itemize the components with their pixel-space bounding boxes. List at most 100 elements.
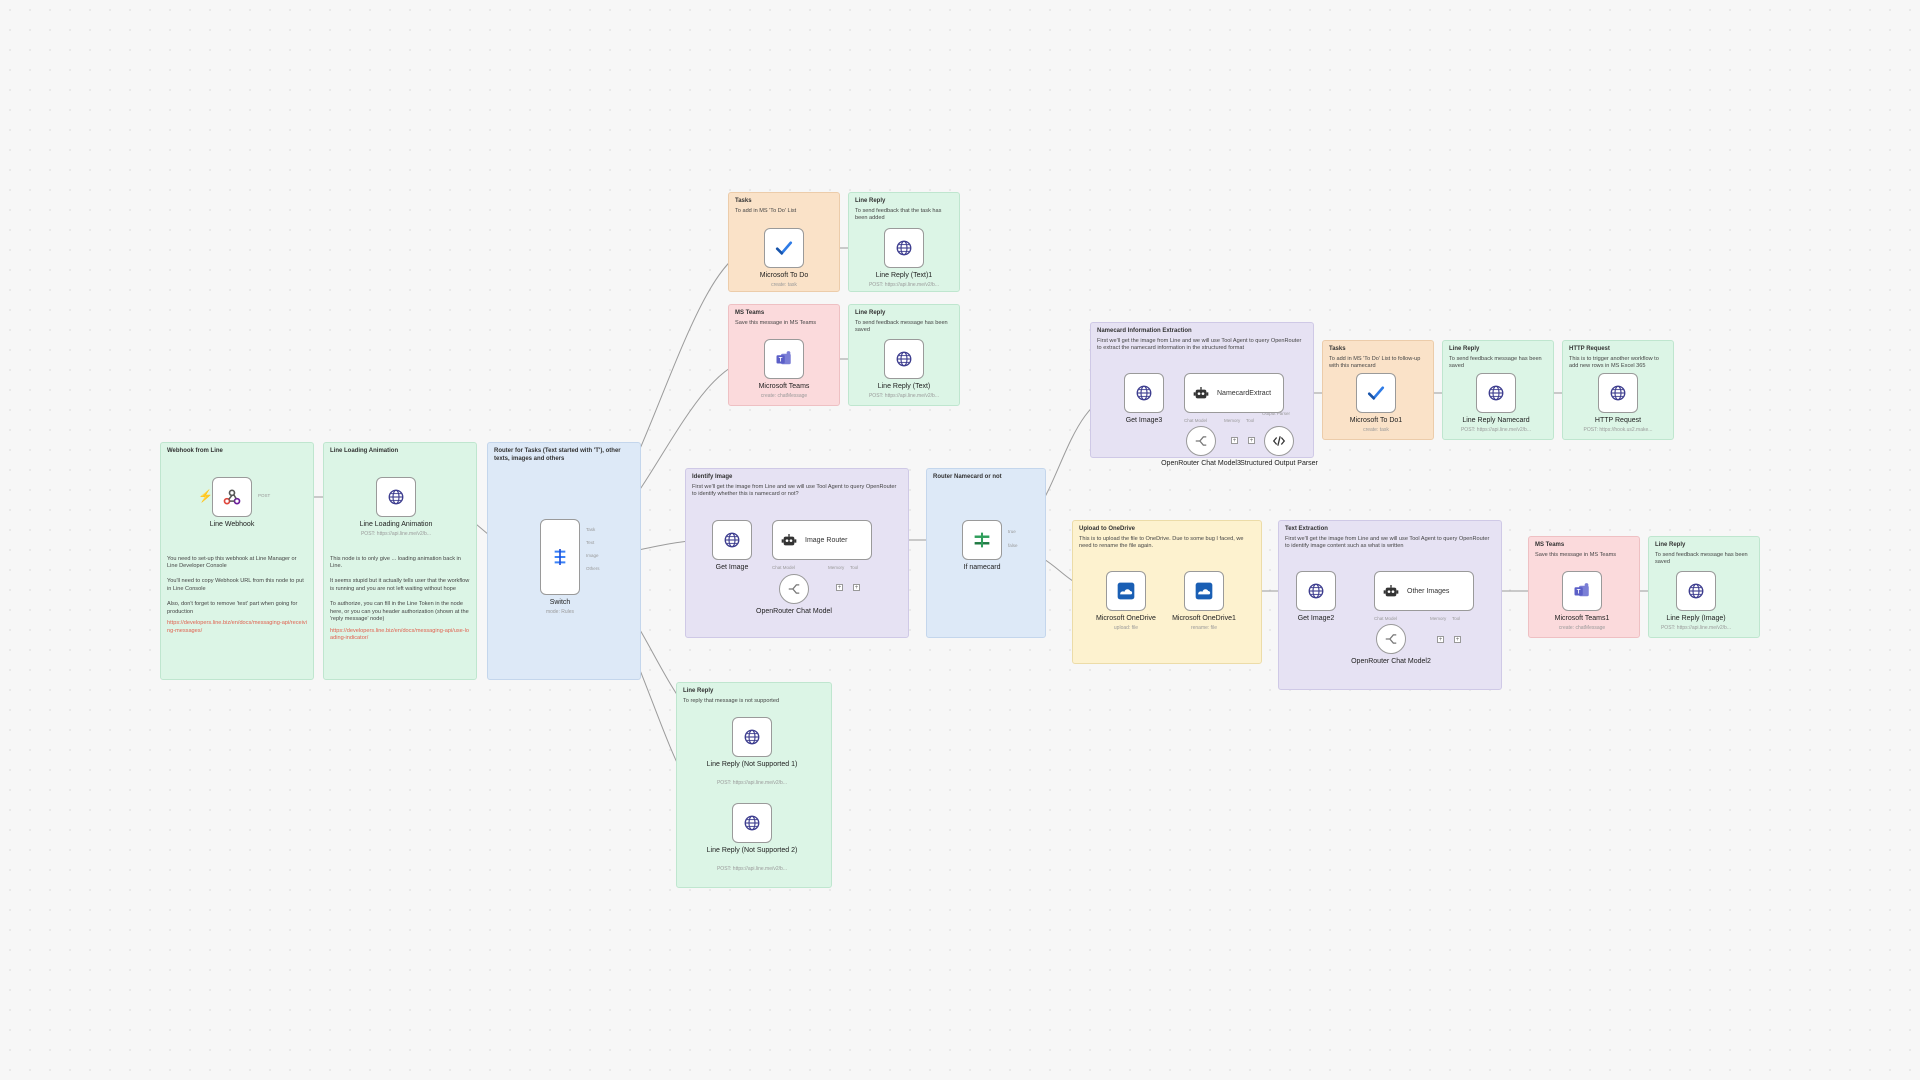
port-label: Chat Model (1184, 418, 1208, 423)
svg-text:T: T (779, 358, 783, 364)
globe-icon (1487, 384, 1505, 402)
robot-icon (1383, 583, 1399, 599)
globe-icon (1307, 582, 1325, 600)
node-title: HTTP Request (1594, 417, 1642, 424)
sticky-title: HTTP Request (1569, 346, 1610, 352)
node-or-chat-model[interactable] (779, 574, 809, 604)
node-title: Microsoft To Do1 (1349, 417, 1403, 424)
add-tool-button[interactable]: + (853, 584, 860, 591)
node-subtitle: create: chatMessage (1558, 625, 1606, 631)
node-get-image2[interactable] (1296, 571, 1336, 611)
sticky-title: Line Reply (855, 310, 886, 316)
sticky-title: MS Teams (1535, 542, 1565, 548)
node-ms-teams1[interactable]: T (1562, 571, 1602, 611)
node-title: Line Reply Namecard (1462, 417, 1530, 424)
node-subtitle: POST: https://api.line.me/v2/b... (716, 780, 788, 786)
node-onedrive[interactable] (1106, 571, 1146, 611)
port-label: true (1008, 529, 1016, 534)
teams-icon: T (775, 350, 793, 368)
node-subtitle: POST: https://api.line.me/v2/b... (1460, 427, 1532, 433)
node-title: Line Loading Animation (359, 521, 433, 528)
node-title: OpenRouter Chat Model (756, 608, 832, 615)
node-subtitle: rename: file (1190, 625, 1218, 631)
sticky-title: Line Reply (1655, 542, 1686, 548)
port-label: Tool (1246, 418, 1255, 423)
node-http-request[interactable] (1598, 373, 1638, 413)
sticky-body: To send feedback message has been saved (855, 319, 948, 334)
sticky-title: MS Teams (735, 310, 765, 316)
port-label: Chat Model (772, 565, 796, 570)
node-line-loading[interactable] (376, 477, 416, 517)
check-icon (1367, 384, 1385, 402)
sticky-body: You need to set-up this webhook at Line … (167, 555, 304, 615)
node-reply-namecard[interactable] (1476, 373, 1516, 413)
node-get-image3[interactable] (1124, 373, 1164, 413)
globe-icon (743, 814, 761, 832)
node-reply-text[interactable] (884, 339, 924, 379)
port-label: Others (586, 566, 600, 571)
node-reply-ns1[interactable] (732, 717, 772, 757)
node-title: Image Router (805, 536, 848, 544)
port-label: Memory (1430, 616, 1447, 621)
globe-icon (723, 531, 741, 549)
sticky-teams-top[interactable]: MS Teams Save this message in MS Teams (728, 304, 840, 406)
node-onedrive1[interactable] (1184, 571, 1224, 611)
node-image-router[interactable]: Image Router (772, 520, 872, 560)
node-title: Line Reply (Text) (877, 383, 931, 390)
node-if-namecard[interactable] (962, 520, 1002, 560)
sticky-tasks-top[interactable]: Tasks To add in MS 'To Do' List (728, 192, 840, 292)
add-tool-button[interactable]: + (1248, 437, 1255, 444)
node-structured-parser[interactable] (1264, 426, 1294, 456)
sticky-link[interactable]: https://developers.line.biz/en/docs/mess… (330, 627, 469, 642)
node-reply-image[interactable] (1676, 571, 1716, 611)
onedrive-icon (1194, 581, 1214, 601)
openrouter-icon (787, 582, 801, 596)
node-subtitle: POST: https://hook.us2.make... (1583, 427, 1653, 433)
sticky-body: To send feedback message has been saved (1655, 551, 1748, 566)
node-title: Microsoft Teams (758, 383, 810, 390)
node-or-chat-model2[interactable] (1376, 624, 1406, 654)
sticky-onedrive[interactable]: Upload to OneDrive This is to upload the… (1072, 520, 1262, 664)
node-ms-todo[interactable] (764, 228, 804, 268)
add-memory-button[interactable]: + (1231, 437, 1238, 444)
port-label: Memory (828, 565, 845, 570)
add-tool-button[interactable]: + (1454, 636, 1461, 643)
node-ms-teams[interactable]: T (764, 339, 804, 379)
sticky-title: Webhook from Line (167, 448, 223, 454)
port-label: Tool (1452, 616, 1461, 621)
node-reply-ns2[interactable] (732, 803, 772, 843)
node-subtitle: POST: https://api.line.me/v2/b... (1660, 625, 1732, 631)
node-subtitle: create: chatMessage (760, 393, 808, 399)
add-memory-button[interactable]: + (1437, 636, 1444, 643)
node-subtitle: POST: https://api.line.me/v2/b... (716, 866, 788, 872)
onedrive-icon (1116, 581, 1136, 601)
sticky-body: To add in MS 'To Do' List (735, 207, 797, 214)
check-icon (775, 239, 793, 257)
node-get-image[interactable] (712, 520, 752, 560)
sticky-not-supported[interactable]: Line Reply To reply that message is not … (676, 682, 832, 888)
sticky-title: Router Namecard or not (933, 474, 1002, 480)
port-label: Tool (850, 565, 859, 570)
node-title: Line Reply (Text)1 (875, 272, 933, 279)
sticky-link[interactable]: https://developers.line.biz/en/docs/mess… (167, 620, 307, 634)
node-or-chat-model3[interactable] (1186, 426, 1216, 456)
node-ms-todo1[interactable] (1356, 373, 1396, 413)
node-reply-text1[interactable] (884, 228, 924, 268)
node-title: NamecardExtract (1217, 389, 1272, 397)
svg-text:T: T (1577, 590, 1581, 596)
globe-icon (1687, 582, 1705, 600)
node-line-webhook[interactable] (212, 477, 252, 517)
port-label: Memory (1224, 418, 1241, 423)
node-title: Microsoft To Do (759, 272, 809, 279)
code-icon (1272, 434, 1286, 448)
node-switch[interactable] (540, 519, 580, 595)
sticky-title: Identify Image (692, 474, 733, 480)
openrouter-icon (1194, 434, 1208, 448)
openrouter-icon (1384, 632, 1398, 646)
node-other-images[interactable]: Other Images (1374, 571, 1474, 611)
port-label: Image (586, 553, 599, 558)
node-namecard-extract[interactable]: NamecardExtract (1184, 373, 1284, 413)
add-memory-button[interactable]: + (836, 584, 843, 591)
node-subtitle: create: task (771, 282, 797, 288)
